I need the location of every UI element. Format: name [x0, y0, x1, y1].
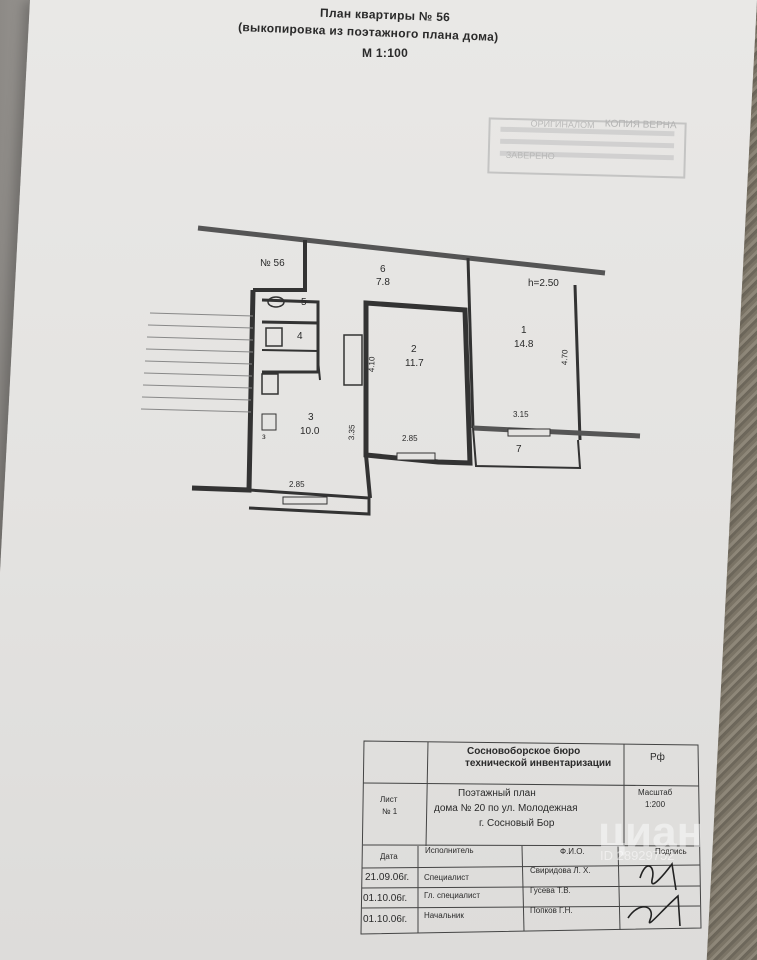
row-1-name: Свиридова Л. Х. — [530, 866, 591, 875]
doc-line-3: г. Сосновый Бор — [479, 818, 555, 829]
title-block-org: Сосновоборское бюро — [467, 746, 581, 757]
col-exec-header: Исполнитель — [425, 846, 474, 855]
room-3-number: 3 — [308, 412, 314, 423]
row-1-date: 21.09.06г. — [365, 872, 410, 883]
room-1-number: 1 — [521, 325, 527, 336]
watermark-brand: циан — [598, 808, 704, 857]
dim-room1-width: 3.15 — [513, 410, 529, 419]
row-3-name: Попков Г.Н. — [530, 906, 573, 915]
doc-line-1: Поэтажный план — [458, 788, 536, 799]
row-2-name: Гусева Т.В. — [530, 886, 571, 895]
row-3-role: Начальник — [424, 911, 464, 920]
ceiling-height-label: h=2.50 — [528, 278, 559, 289]
room-4-number: 4 — [297, 331, 303, 342]
col-fio-header: Ф.И.О. — [560, 847, 585, 856]
doc-line-2: дома № 20 по ул. Молодежная — [434, 803, 578, 814]
col-date-header: Дата — [380, 852, 398, 861]
apartment-number-label: № 56 — [260, 258, 285, 269]
scale-label: Масштаб — [638, 788, 673, 797]
scale-value: 1:200 — [645, 800, 666, 809]
room-6-number: 6 — [380, 264, 386, 275]
row-2-date: 01.10.06г. — [363, 893, 408, 904]
dim-room2-width: 2.85 — [402, 434, 418, 443]
room-3-area: 10.0 — [300, 426, 320, 437]
stove-mark: з — [262, 432, 266, 441]
title-block-rf: Рф — [650, 752, 665, 763]
room-5-number: 5 — [301, 297, 307, 308]
watermark-id: ID 28929752 — [600, 848, 675, 863]
row-2-role: Гл. специалист — [424, 891, 481, 900]
room-2-number: 2 — [411, 344, 417, 355]
plan-scale: М 1:100 — [362, 46, 409, 60]
sheet-label: Лист — [380, 795, 398, 804]
room-2-area: 11.7 — [405, 358, 424, 369]
room-1-area: 14.8 — [514, 339, 534, 350]
row-1-role: Специалист — [424, 873, 469, 882]
row-3-date: 01.10.06г. — [363, 914, 408, 925]
dim-room3-width: 2.85 — [289, 480, 305, 489]
col-sign-header: Подпись — [655, 847, 687, 856]
title-block-org-2: технической инвентаризации — [465, 758, 612, 769]
sheet-number: № 1 — [382, 807, 398, 816]
room-6-area: 7.8 — [376, 277, 390, 288]
room-7-number: 7 — [516, 444, 522, 455]
